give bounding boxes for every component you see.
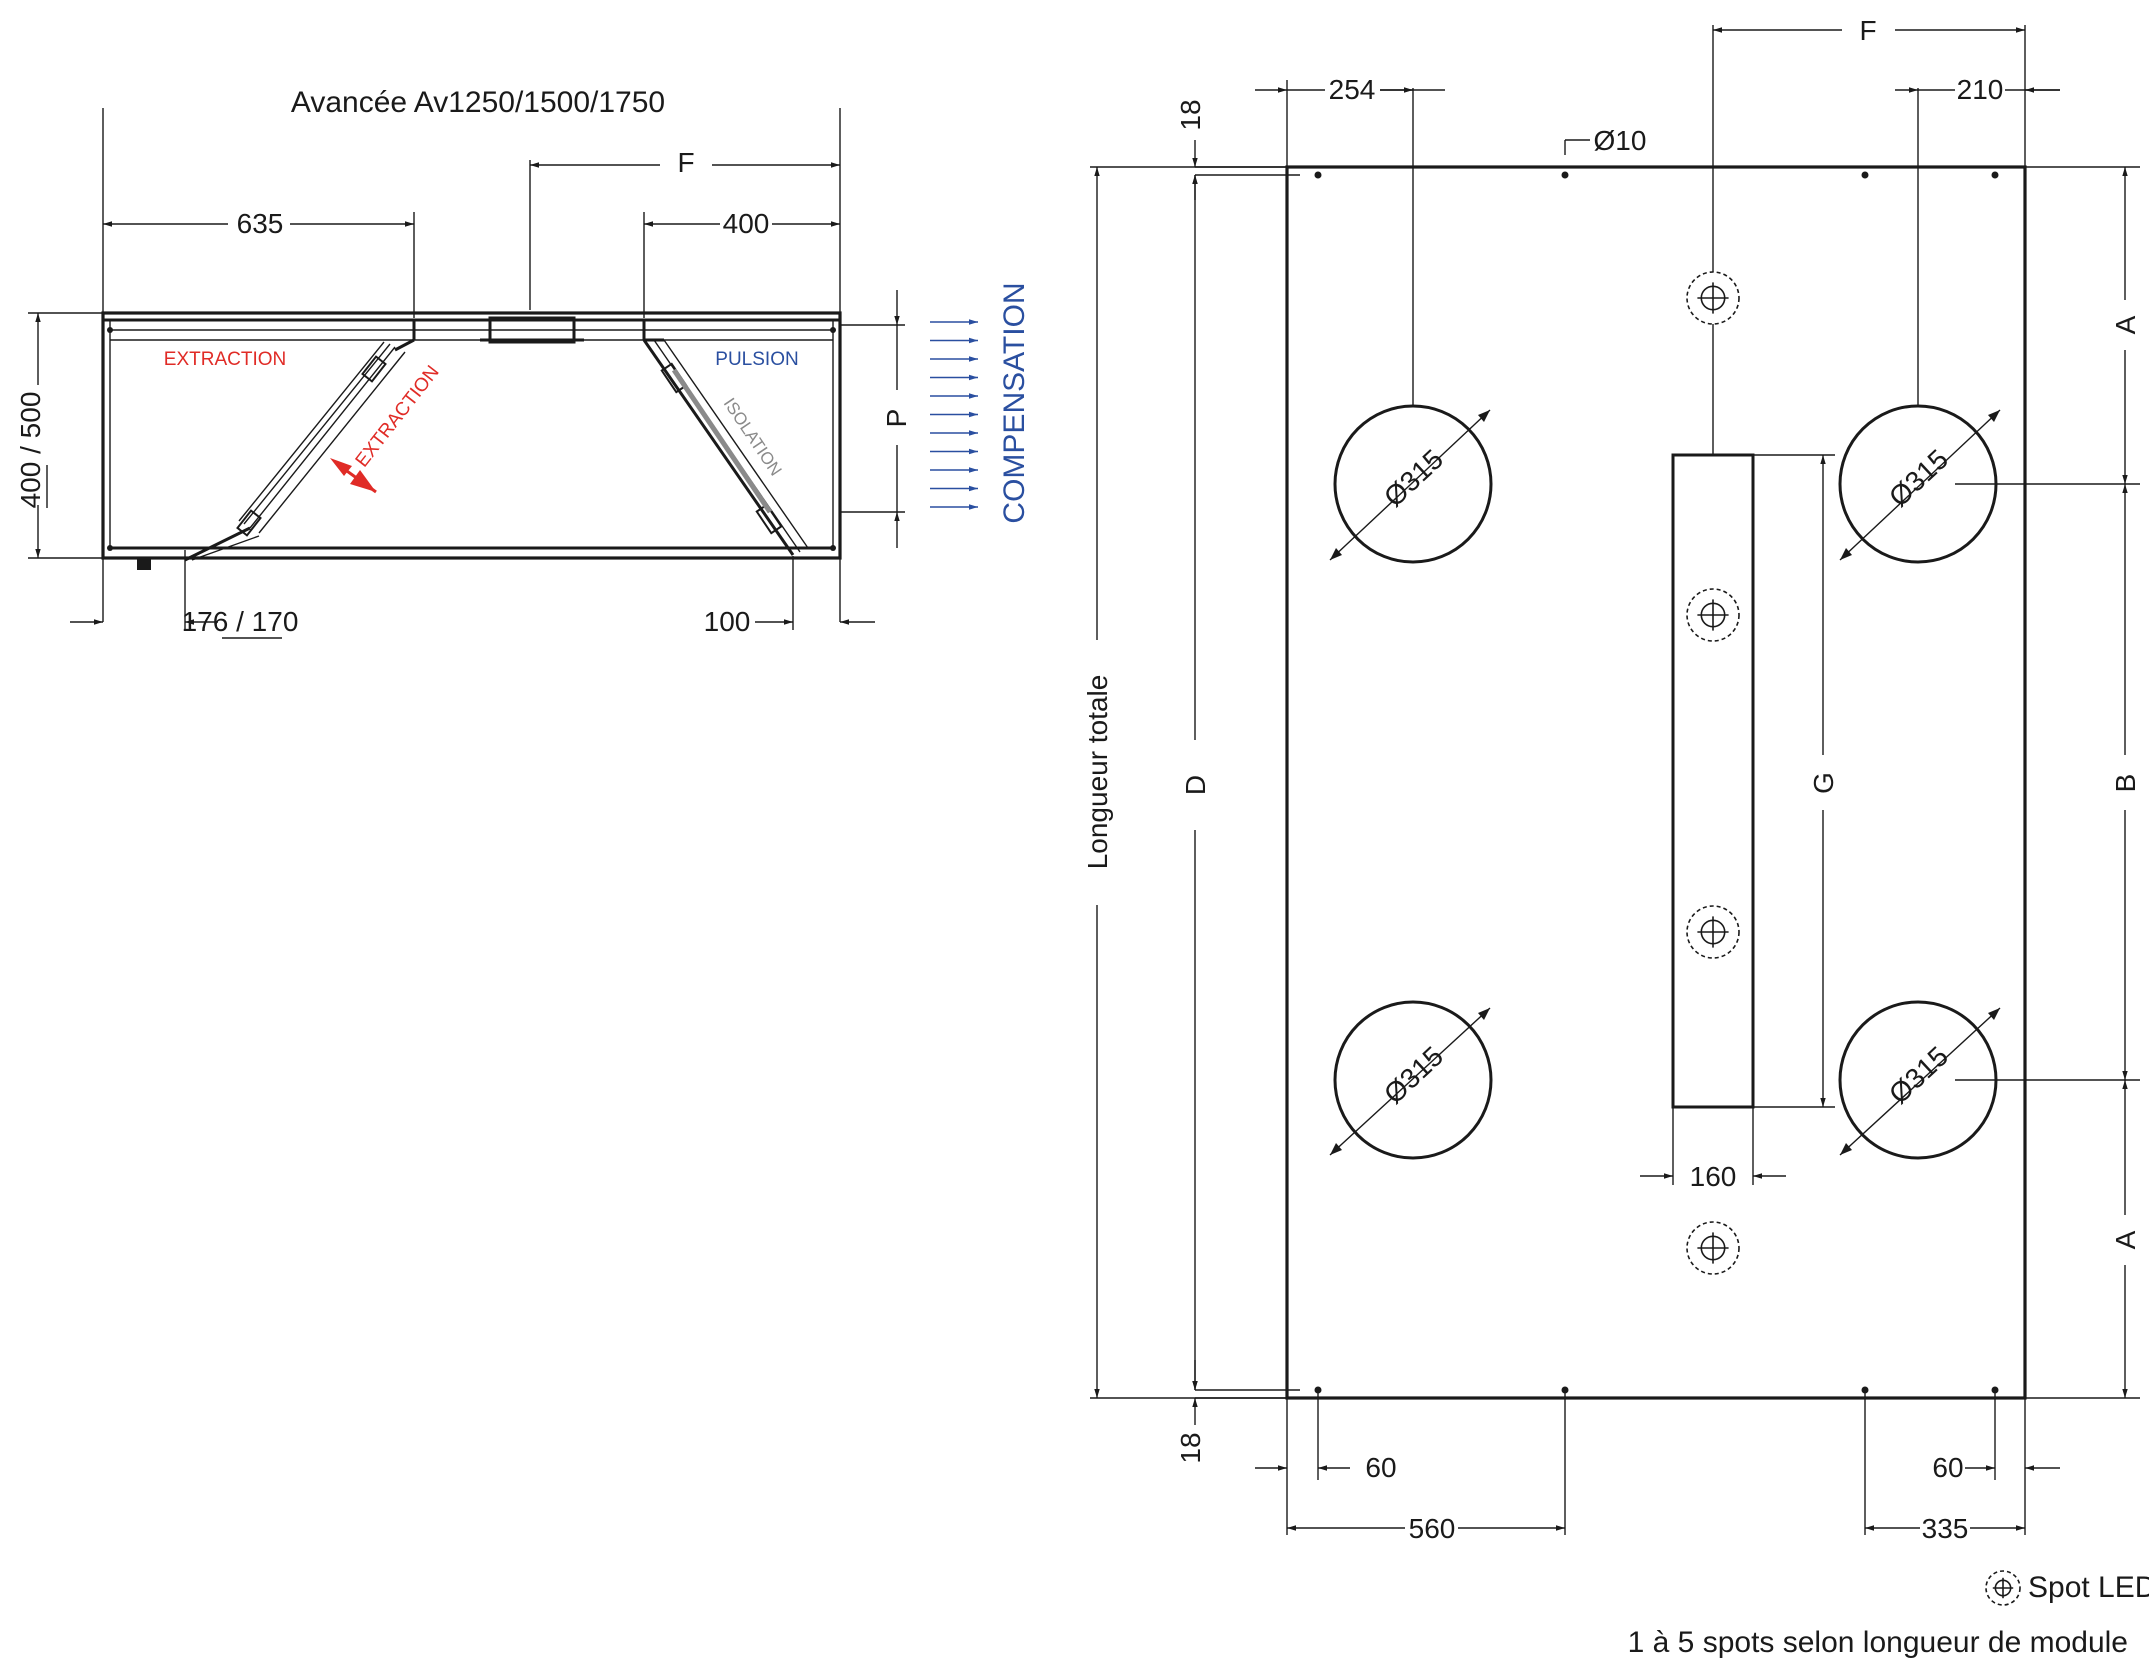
svg-text:Longueur totale: Longueur totale — [1082, 675, 1113, 870]
plan-dim-total: Longueur totale — [1082, 675, 1113, 870]
svg-text:EXTRACTION: EXTRACTION — [352, 362, 444, 471]
fixing-holes — [1314, 171, 1999, 1394]
plan-dim-18-top: 18 — [1175, 99, 1206, 130]
hood-plan-outline — [1285, 165, 2027, 1400]
hood-section — [101, 311, 842, 570]
section-dim-176-170: 176 / 170 — [182, 606, 299, 637]
section-dim-100: 100 — [704, 606, 751, 637]
plan-dim-335: 335 — [1922, 1513, 1969, 1544]
section-view: Avancée Av1250/1500/1750 F 635 400 400 /… — [15, 86, 1031, 639]
led-spot-icon — [1686, 1221, 1740, 1275]
legend-note: 1 à 5 spots selon longueur de module — [1628, 1626, 2128, 1659]
section-dim-F: F — [677, 147, 694, 178]
svg-text:B: B — [2110, 774, 2141, 793]
duct-bottom-left: Ø315 — [1329, 1000, 1493, 1160]
section-dim-P: P — [881, 409, 912, 428]
duct-top-right: Ø315 — [1838, 404, 2001, 564]
plan-dim-G: G — [1808, 772, 1839, 794]
plan-dim-B: B — [2110, 774, 2141, 793]
led-spots — [1686, 271, 1740, 1275]
svg-text:G: G — [1808, 772, 1839, 794]
svg-text:400 / 500: 400 / 500 — [15, 392, 46, 509]
pulsion-panel — [642, 320, 809, 556]
plan-dim-254: 254 — [1329, 74, 1376, 105]
led-spot-icon — [1686, 271, 1740, 325]
section-dim-400: 400 — [723, 208, 770, 239]
svg-text:D: D — [1180, 775, 1211, 795]
compensation-arrows — [930, 319, 978, 510]
svg-text:A: A — [2110, 315, 2141, 334]
svg-text:A: A — [2110, 1230, 2141, 1249]
label-extraction-top: EXTRACTION — [164, 349, 286, 370]
svg-text:18: 18 — [1175, 1432, 1206, 1463]
plan-dim-F: F — [1859, 15, 1876, 46]
section-dim-635: 635 — [237, 208, 284, 239]
svg-text:ISOLATION: ISOLATION — [720, 395, 786, 480]
plan-dim-A-bottom: A — [2110, 1230, 2141, 1249]
section-dim-height: 400 / 500 — [15, 392, 46, 509]
svg-text:COMPENSATION: COMPENSATION — [998, 282, 1031, 523]
legend: Spot LED 1 à 5 spots selon longueur de m… — [1628, 1570, 2149, 1659]
plan-dim-A-top: A — [2110, 315, 2141, 334]
label-isolation: ISOLATION — [720, 395, 786, 480]
duct-top-left: Ø315 — [1329, 404, 1493, 564]
plan-dim-60-left: 60 — [1365, 1452, 1396, 1483]
extraction-arrow — [330, 458, 377, 494]
label-extraction-diag: EXTRACTION — [352, 362, 444, 471]
label-compensation: COMPENSATION — [998, 282, 1031, 523]
led-spot-icon — [1686, 905, 1740, 959]
plan-dim-560: 560 — [1409, 1513, 1456, 1544]
light-bar — [1671, 453, 1755, 1109]
plan-view: F 254 210 18 Ø10 — [1082, 15, 2141, 1544]
plan-dim-60-right: 60 — [1932, 1452, 1963, 1483]
label-pulsion: PULSION — [715, 349, 798, 370]
plan-dim-160: 160 — [1690, 1161, 1737, 1192]
extraction-filter — [184, 320, 416, 562]
svg-text:18: 18 — [1175, 99, 1206, 130]
spot-led-icon — [1985, 1570, 2021, 1606]
plan-dim-D: D — [1180, 775, 1211, 795]
legend-spot-icon — [1985, 1570, 2021, 1606]
plan-dim-18-bottom: 18 — [1175, 1432, 1206, 1463]
section-title: Avancée Av1250/1500/1750 — [291, 86, 665, 119]
svg-text:P: P — [881, 409, 912, 428]
legend-spot-label: Spot LED — [2028, 1571, 2149, 1604]
led-spot-icon — [1686, 588, 1740, 642]
plan-dim-hole: Ø10 — [1594, 125, 1647, 156]
plan-dim-210: 210 — [1957, 74, 2004, 105]
